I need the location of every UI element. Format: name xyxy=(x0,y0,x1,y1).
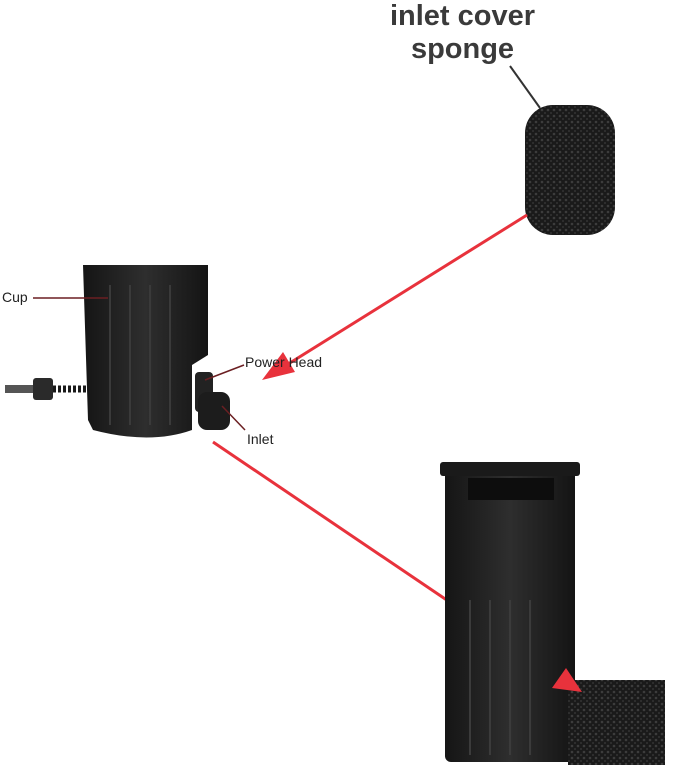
power-plug xyxy=(5,385,35,393)
arrow-head xyxy=(552,668,582,692)
inlet-leader-line xyxy=(221,405,246,431)
arrow-sponge-to-inlet xyxy=(284,213,528,368)
inlet-knob xyxy=(198,392,230,430)
power-head-label: Power Head xyxy=(245,354,323,370)
cup-body xyxy=(83,265,208,438)
sponge-title: inlet cover sponge xyxy=(360,0,565,66)
arrow-head xyxy=(262,352,295,380)
power-head-leader-line xyxy=(204,364,245,381)
inlet-label: Inlet xyxy=(247,431,274,447)
cup-label: Cup xyxy=(2,289,28,305)
title-line-1: inlet cover xyxy=(389,0,536,32)
filter-box-lid xyxy=(440,462,580,476)
filter-sponge xyxy=(568,680,665,765)
title-leader-line xyxy=(509,65,541,109)
inlet-cover-sponge xyxy=(525,105,615,235)
title-line-2: sponge xyxy=(410,33,515,65)
